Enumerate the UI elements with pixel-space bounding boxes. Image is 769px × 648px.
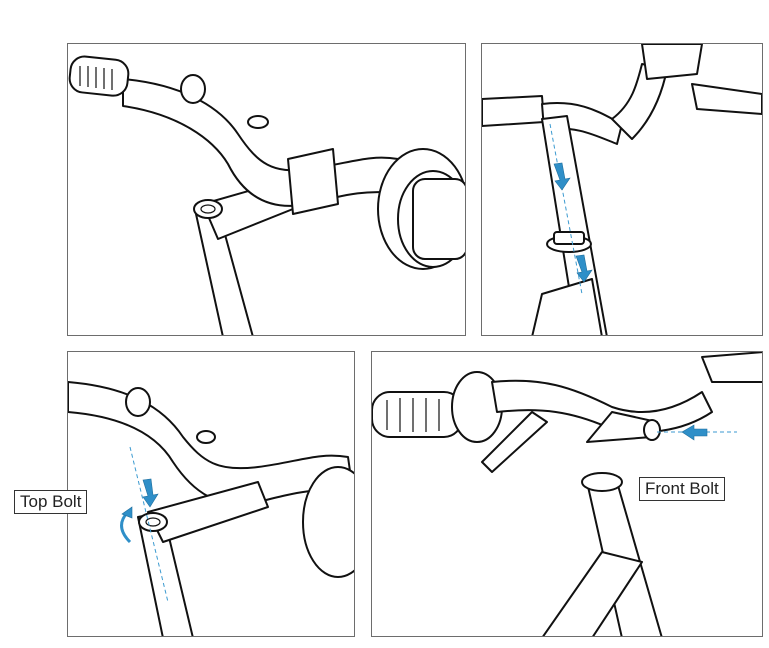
panel-front-bolt [371, 351, 763, 637]
down-arrow-icon [553, 162, 571, 191]
front-bolt-label: Front Bolt [639, 477, 725, 501]
down-arrow-icon [142, 478, 159, 508]
down-arrow-icon [575, 254, 593, 283]
panel-insert-stem [481, 43, 763, 336]
stem-insertion-illustration [482, 44, 762, 335]
top-bolt-illustration [68, 381, 354, 636]
top-bolt-label: Top Bolt [14, 490, 88, 514]
front-bolt-illustration [372, 352, 762, 636]
left-arrow-icon [681, 424, 708, 441]
handlebar-stem-illustration [68, 55, 465, 335]
panel-top-bolt [67, 351, 355, 637]
panel-handlebar-overview [67, 43, 466, 336]
